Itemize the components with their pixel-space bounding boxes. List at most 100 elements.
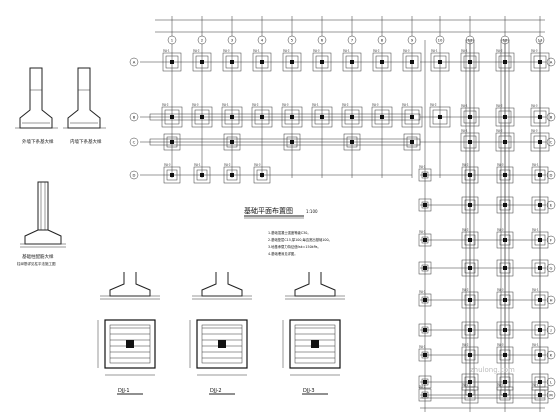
grid-label-left: B bbox=[133, 115, 136, 120]
isolated-footing: DJJ-2 bbox=[461, 288, 479, 309]
isolated-footing bbox=[418, 261, 432, 275]
footing-tag: DJJ-1 bbox=[461, 49, 468, 53]
column-base-detail: 基础柱配筋大样 柱纵筋详见柱平法施工图 bbox=[17, 181, 66, 266]
footing-detail-label: DJJ-3 bbox=[303, 388, 315, 394]
isolated-footing: DJJ-2 bbox=[282, 49, 302, 72]
isolated-footing: DJJ-2 bbox=[495, 104, 515, 127]
footing-tag: DJJ-1 bbox=[461, 104, 468, 108]
footing-detail-3: DJJ-3 bbox=[282, 272, 345, 395]
strip-detail-2-label: 内墙下条基大样 bbox=[70, 138, 102, 145]
footing-tag: DJJ-1 bbox=[163, 49, 170, 53]
isolated-footing bbox=[461, 196, 479, 214]
isolated-footing: DJJ-2 bbox=[461, 163, 479, 184]
isolated-footing: DJJ-1 bbox=[418, 165, 432, 182]
grid-label-top: 2 bbox=[201, 38, 204, 43]
footing-tag: DJJ-2 bbox=[462, 383, 469, 387]
grid-bubble-top: 10 bbox=[435, 35, 445, 45]
grid-bubble-right: A bbox=[546, 57, 556, 67]
footing-tag: DJJ-3 bbox=[497, 343, 504, 347]
grid-bubble-top: 3 bbox=[227, 35, 237, 45]
isolated-footing bbox=[418, 198, 432, 212]
footing-tag: DJJ-2 bbox=[283, 49, 290, 53]
grid-bubble-right: D bbox=[546, 170, 556, 180]
isolated-footing bbox=[418, 375, 432, 389]
footing-tag: DJJ-2 bbox=[193, 49, 200, 53]
footing-layer: DJJ-1DJJ-2DJJ-3DJJ-2DJJ-3DJJ-1DJJ-3DJJ-1… bbox=[161, 49, 550, 404]
grid-label-top: 3 bbox=[231, 38, 234, 43]
grid-label-right: G bbox=[550, 266, 553, 271]
footing-tag: DJJ-2 bbox=[342, 103, 349, 107]
top-dimension-chain bbox=[155, 16, 545, 36]
footing-tag: DJJ-3 bbox=[192, 103, 199, 107]
footing-detail-label: DJJ-1 bbox=[118, 388, 130, 394]
grid-label-left: C bbox=[133, 140, 136, 145]
isolated-footing: DJJ-1 bbox=[531, 343, 549, 364]
footing-tag: DJJ-2 bbox=[373, 49, 380, 53]
footing-tag: DJJ-1 bbox=[194, 163, 201, 167]
footing-tag: DJJ-3 bbox=[497, 288, 504, 292]
isolated-footing bbox=[531, 321, 549, 339]
strip-footing-detail-1: 外墙下条基大样 bbox=[15, 67, 58, 145]
grid-bubble-right: E bbox=[546, 200, 556, 210]
grid-label-top: 9 bbox=[411, 38, 414, 43]
isolated-footing: DJJ-2 bbox=[192, 49, 212, 72]
grid-label-right: C bbox=[550, 140, 553, 145]
grid-bubble-top: 1 bbox=[167, 35, 177, 45]
plan-title-block: 基础平面布置图 1:100 bbox=[244, 206, 318, 219]
footing-tag: DJJ-2 bbox=[496, 49, 503, 53]
isolated-footing: DJJ-1 bbox=[252, 49, 272, 72]
note-line: 3.地基承载力特征值fak=150kPa。 bbox=[268, 244, 321, 249]
footing-tag: DJJ-2 bbox=[224, 163, 231, 167]
footing-tag: DJJ-1 bbox=[532, 288, 539, 292]
isolated-footing: DJJ-3 bbox=[371, 103, 393, 128]
grid-bubble-right: B bbox=[546, 112, 556, 122]
grid-bubble-top: 7 bbox=[347, 35, 357, 45]
footing-tag: DJJ-3 bbox=[497, 383, 504, 387]
isolated-footing bbox=[531, 259, 549, 277]
column-detail-label: 基础柱配筋大样 bbox=[22, 253, 54, 260]
isolated-footing: DJJ-2 bbox=[161, 103, 183, 128]
isolated-footing: DJJ-3 bbox=[402, 49, 422, 72]
grid-label-top: 8 bbox=[381, 38, 384, 43]
isolated-footing: DJJ-2 bbox=[372, 49, 392, 72]
grid-bubble-top: 5 bbox=[287, 35, 297, 45]
grid-label-right: D bbox=[550, 173, 553, 178]
footing-tag: DJJ-2 bbox=[462, 163, 469, 167]
footing-tag: DJJ-1 bbox=[419, 290, 426, 294]
grid-label-right: E bbox=[550, 203, 553, 208]
isolated-footing bbox=[496, 196, 514, 214]
isolated-footing: DJJ-2 bbox=[429, 103, 451, 128]
plan-scale: 1:100 bbox=[306, 209, 318, 214]
footing-tag: DJJ-1 bbox=[402, 103, 409, 107]
isolated-footing: DJJ-1 bbox=[460, 49, 480, 72]
grid-bubble-left: C bbox=[129, 137, 139, 147]
isolated-footing: DJJ-1 bbox=[430, 49, 450, 72]
watermark-text: zhulong.com bbox=[470, 366, 515, 374]
grid-bubble-right: J bbox=[546, 325, 556, 335]
grid-bubble-right: H bbox=[546, 295, 556, 305]
grid-bubble-right: L bbox=[546, 377, 556, 387]
grid-bubble-right: F bbox=[546, 235, 556, 245]
footing-tag: DJJ-3 bbox=[403, 49, 410, 53]
isolated-footing: DJJ-3 bbox=[530, 49, 550, 72]
isolated-footing bbox=[223, 133, 241, 151]
footing-tag: DJJ-1 bbox=[253, 49, 260, 53]
isolated-footing bbox=[496, 321, 514, 339]
footing-tag: DJJ-3 bbox=[313, 49, 320, 53]
grid-bubble-right: G bbox=[546, 263, 556, 273]
grid-bubble-left: A bbox=[129, 57, 139, 67]
footing-tag: DJJ-2 bbox=[162, 103, 169, 107]
grid-label-top: 7 bbox=[351, 38, 354, 43]
grid-bubble-left: B bbox=[129, 112, 139, 122]
isolated-footing: DJJ-1 bbox=[460, 129, 480, 152]
grid-bubble-top: 2 bbox=[197, 35, 207, 45]
grid-label-right: M bbox=[549, 393, 552, 398]
footing-tag: DJJ-1 bbox=[461, 129, 468, 133]
grid-bubble-right: M bbox=[546, 390, 556, 400]
footing-tag: DJJ-1 bbox=[419, 385, 426, 389]
isolated-footing bbox=[461, 321, 479, 339]
footing-tag: DJJ-1 bbox=[419, 230, 426, 234]
